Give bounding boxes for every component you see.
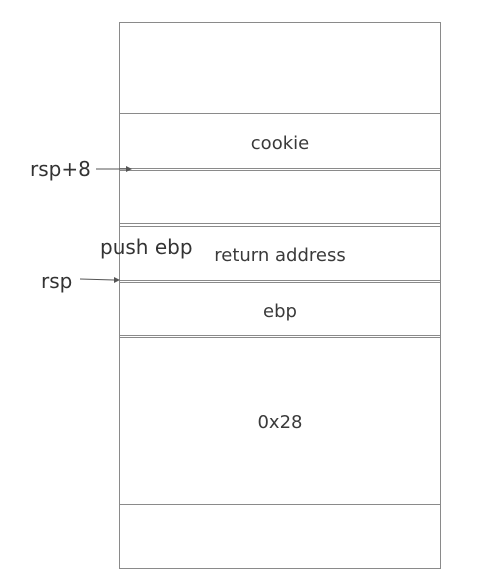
divider bbox=[120, 223, 440, 224]
stack-frame-diagram: cookie return address ebp 0x28 bbox=[119, 22, 441, 569]
offset-cell: 0x28 bbox=[257, 411, 303, 433]
push-ebp-label: push ebp bbox=[100, 235, 193, 259]
rsp-arrow bbox=[80, 277, 120, 283]
cookie-cell: cookie bbox=[250, 132, 310, 154]
rsp-plus-8-label: rsp+8 bbox=[30, 157, 91, 181]
divider bbox=[120, 504, 440, 505]
rsp-label: rsp bbox=[41, 269, 73, 293]
divider bbox=[120, 337, 440, 338]
return-address-cell: return address bbox=[214, 244, 346, 266]
divider bbox=[120, 280, 440, 283]
divider bbox=[120, 113, 440, 114]
divider bbox=[120, 226, 440, 227]
divider bbox=[120, 335, 440, 336]
divider bbox=[120, 168, 440, 171]
rsp-plus-8-arrow bbox=[96, 166, 132, 172]
ebp-cell: ebp bbox=[263, 300, 297, 322]
